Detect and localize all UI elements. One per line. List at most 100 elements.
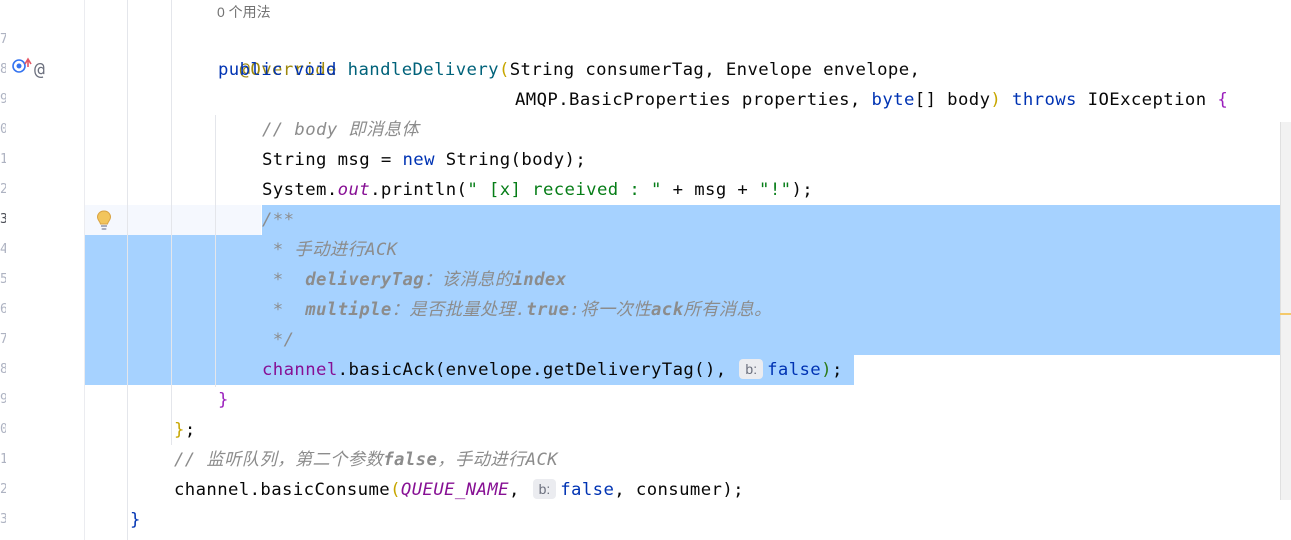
- javadoc-text: ：是否批量处理.: [391, 300, 527, 320]
- usages-hint[interactable]: 0 个用法: [217, 4, 271, 20]
- code-line-comment-listen: // 监听队列，第二个参数false，手动进行ACK: [174, 445, 558, 475]
- keyword-false: false: [560, 480, 615, 500]
- exception-type: IOException: [1076, 90, 1218, 110]
- line-number: 0: [0, 422, 6, 437]
- brace-close: }: [130, 510, 141, 530]
- comment-false: false: [383, 450, 438, 470]
- code-line-final-brace: }: [130, 505, 141, 535]
- javadoc-tag-ack: ack: [650, 300, 684, 320]
- implements-icon[interactable]: [11, 55, 33, 85]
- javadoc-star: *: [262, 270, 306, 290]
- lightbulb-icon[interactable]: [94, 208, 114, 232]
- comma: ,: [508, 480, 531, 500]
- code-line-msg: String msg = new String(body);: [262, 145, 586, 175]
- line-number: 9: [0, 392, 6, 407]
- brace-open: {: [1217, 90, 1229, 110]
- basicack-call: .basicAck(envelope.getDeliveryTag(),: [337, 360, 738, 380]
- constant-queue-name: QUEUE_NAME: [400, 480, 509, 500]
- static-field-out: out: [337, 180, 371, 200]
- parameter-hint-b: b:: [739, 359, 764, 379]
- javadoc-text: :将一次性: [569, 300, 651, 320]
- system-ref: System.: [262, 180, 338, 200]
- line-number: 8: [0, 362, 6, 377]
- paren-open: (: [390, 480, 401, 500]
- paren-close: ): [821, 360, 832, 380]
- keyword-byte: byte: [871, 90, 915, 110]
- comment-text: ，手动进行ACK: [437, 450, 559, 470]
- selection-end: [85, 355, 854, 385]
- vertical-scrollbar[interactable]: [1280, 122, 1291, 500]
- javadoc-line-2: * deliveryTag：该消息的index: [262, 265, 567, 295]
- javadoc-tag-index: index: [512, 270, 567, 290]
- line-number: 8: [0, 62, 6, 77]
- javadoc-tag-true: true: [526, 300, 570, 320]
- line-number: 1: [0, 452, 6, 467]
- javadoc-text: 所有消息。: [683, 300, 772, 320]
- string-literal-2: "!": [759, 180, 792, 200]
- at-icon[interactable]: @: [34, 59, 45, 80]
- code-line-basicack: channel.basicAck(envelope.getDeliveryTag…: [262, 355, 843, 385]
- code-line-close-method: }: [218, 385, 229, 415]
- annotation-override: @Override: [239, 60, 337, 80]
- code-line-signature-2: AMQP.BasicProperties properties, byte[] …: [515, 85, 1228, 115]
- semicolon: ;: [184, 420, 196, 440]
- code-line-close-class: };: [174, 415, 196, 445]
- basicconsume-call: channel.basicConsume: [174, 480, 391, 500]
- semicolon: ;: [831, 360, 843, 380]
- line-number: 1: [0, 152, 6, 167]
- indent-guide: [215, 115, 216, 387]
- code-line-comment-body: // body 即消息体: [262, 120, 420, 140]
- selection-block: [85, 235, 1291, 355]
- method-name: handleDelivery: [347, 60, 499, 80]
- msg-constructor: String(body);: [434, 150, 587, 170]
- javadoc-tag-deliverytag: deliveryTag: [305, 270, 425, 290]
- javadoc-line-3: * multiple：是否批量处理.true:将一次性ack所有消息。: [262, 295, 772, 325]
- concat-msg: + msg +: [661, 180, 760, 200]
- println-call: .println(: [370, 180, 468, 200]
- paren-open: (: [498, 60, 510, 80]
- keyword-new: new: [402, 150, 435, 170]
- code-line-annotation: @Override: [218, 25, 337, 80]
- consume-end: , consumer);: [614, 480, 744, 500]
- line-number: 2: [0, 182, 6, 197]
- params-3: [] body: [914, 90, 991, 110]
- javadoc-text: ：该消息的: [424, 270, 513, 290]
- code-line-signature-1: public void handleDelivery(String consum…: [218, 55, 920, 85]
- javadoc-close: */: [262, 330, 295, 350]
- keyword-public: public: [218, 60, 283, 80]
- line-number: 3: [0, 212, 6, 227]
- line-number: 7: [0, 332, 6, 347]
- brace-close: }: [218, 390, 229, 410]
- field-channel: channel: [262, 360, 338, 380]
- line-number: 3: [0, 512, 6, 527]
- params-2: AMQP.BasicProperties properties,: [515, 90, 872, 110]
- keyword-void: void: [293, 60, 337, 80]
- editor-gutter: [0, 0, 85, 540]
- line-number: 4: [0, 242, 6, 257]
- line-number: 9: [0, 92, 6, 107]
- selection-start: [262, 205, 1280, 235]
- keyword-false: false: [767, 360, 822, 380]
- params-1: String consumerTag, Envelope envelope,: [509, 60, 921, 80]
- keyword-throws: throws: [1012, 90, 1077, 110]
- parameter-hint-b: b:: [532, 479, 557, 499]
- javadoc-tag-multiple: multiple: [305, 300, 392, 320]
- comment-text: // 监听队列，第二个参数: [174, 450, 384, 470]
- brace-close: }: [174, 420, 185, 440]
- line-number: 0: [0, 122, 6, 137]
- paren-close: ): [990, 90, 1002, 110]
- current-line-highlight: [85, 205, 261, 235]
- println-end: );: [791, 180, 814, 200]
- msg-declaration: String msg =: [262, 150, 403, 170]
- line-number: 2: [0, 482, 6, 497]
- warning-marker[interactable]: [1280, 313, 1291, 315]
- line-number: 5: [0, 272, 6, 287]
- string-literal-1: " [x] received : ": [467, 180, 662, 200]
- javadoc-open: /**: [262, 210, 295, 230]
- javadoc-line-1: * 手动进行ACK: [262, 240, 398, 260]
- line-number: 6: [0, 302, 6, 317]
- javadoc-star: *: [262, 300, 306, 320]
- line-number: 7: [0, 32, 6, 47]
- code-line-basicconsume: channel.basicConsume(QUEUE_NAME, b:false…: [174, 475, 744, 505]
- code-line-println: System.out.println(" [x] received : " + …: [262, 175, 813, 205]
